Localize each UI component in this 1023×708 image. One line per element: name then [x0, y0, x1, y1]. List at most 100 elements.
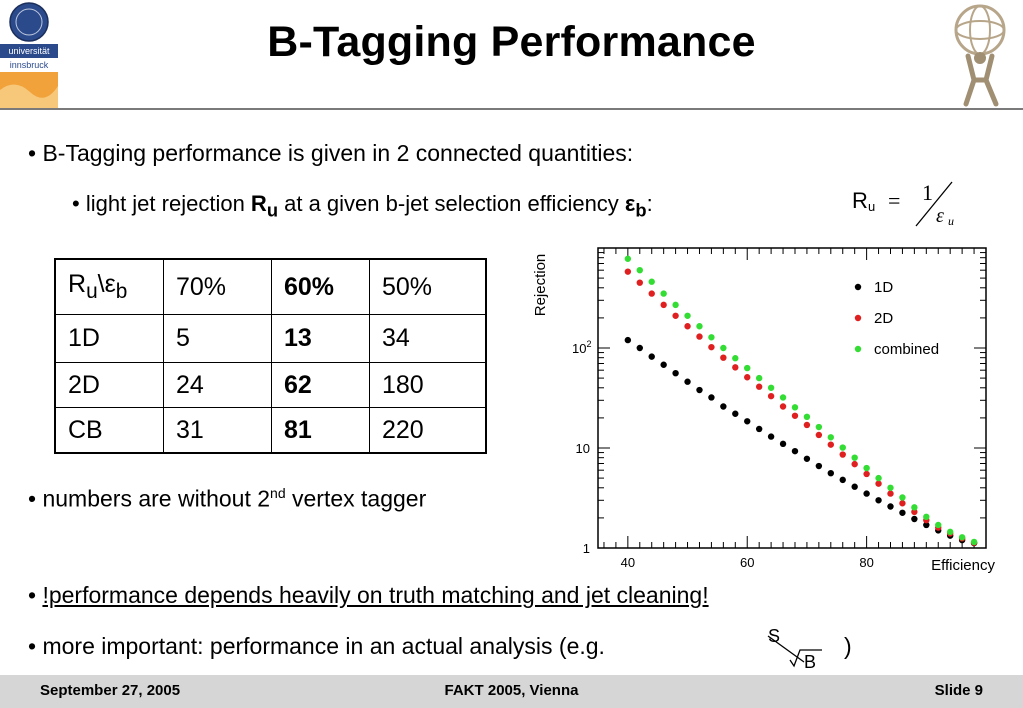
table-header-row: Ru\εb 70% 60% 50%	[54, 258, 487, 315]
data-point-2d	[803, 421, 811, 429]
data-point-2d	[863, 470, 870, 478]
legend-marker	[854, 283, 862, 291]
x-axis-label: Efficiency	[931, 557, 995, 574]
data-point-2d	[827, 441, 834, 448]
table-header-cell: Ru\εb	[54, 258, 164, 315]
table-cell: 81	[271, 407, 370, 454]
data-point-1d	[803, 455, 811, 462]
data-point-1d	[923, 521, 930, 529]
x-tick-label: 60	[740, 555, 754, 570]
rejection-formula: R u = 1 ε u	[852, 178, 962, 228]
data-point-combined	[624, 255, 632, 262]
table-row: 1D 5 13 34	[54, 314, 487, 363]
table-cell: 24	[163, 362, 272, 408]
plot-frame	[597, 247, 987, 549]
data-point-2d	[672, 312, 679, 319]
data-point-combined	[732, 355, 739, 362]
data-point-combined	[923, 513, 930, 521]
table-cell: 5	[163, 314, 272, 363]
formula-den: ε	[936, 205, 944, 227]
data-point-combined	[863, 464, 870, 472]
data-point-2d	[911, 508, 918, 516]
data-point-2d	[851, 460, 858, 468]
bullet-4-text: !performance depends heavily on truth ma…	[42, 582, 709, 608]
table-cell: 13	[271, 314, 370, 363]
bullet-1: • B-Tagging performance is given in 2 co…	[28, 140, 634, 166]
data-point-2d	[636, 279, 643, 286]
footer-bar	[0, 675, 1023, 708]
logo-text-innsbruck: innsbruck	[10, 60, 49, 70]
data-point-1d	[851, 483, 858, 490]
formula-eq: =	[888, 188, 900, 213]
table-cell: 62	[271, 362, 370, 408]
table-cell: 34	[369, 314, 487, 363]
bullet-5-pre: more important: performance in an actual…	[42, 633, 605, 659]
data-point-combined	[744, 364, 751, 372]
data-point-2d	[732, 364, 739, 371]
header-sub-u: u	[86, 280, 98, 303]
bullet-3-sup: nd	[270, 485, 286, 501]
data-point-combined	[815, 423, 823, 431]
data-point-combined	[851, 454, 858, 461]
data-point-2d	[684, 323, 691, 330]
data-point-combined	[708, 334, 715, 341]
data-point-1d	[875, 497, 882, 504]
data-point-1d	[779, 440, 787, 448]
data-points	[624, 255, 978, 547]
data-point-combined	[827, 434, 834, 441]
data-point-2d	[696, 333, 703, 340]
data-point-combined	[899, 494, 906, 501]
data-point-combined	[648, 278, 655, 285]
data-point-2d	[708, 343, 715, 351]
header-divider	[0, 108, 1023, 110]
legend-label: 2D	[874, 310, 893, 327]
bullet-2-end: :	[646, 191, 653, 216]
data-point-2d	[779, 403, 787, 410]
data-point-combined	[946, 528, 954, 536]
data-point-combined	[911, 504, 918, 511]
formula-sb-den: B	[804, 652, 816, 672]
data-point-combined	[887, 484, 894, 491]
bullet-5-close: )	[844, 633, 852, 659]
table-cell: 2D	[54, 362, 164, 408]
legend-label: 1D	[874, 279, 893, 296]
footer-slide-number: Slide 9	[934, 682, 983, 699]
data-point-2d	[887, 490, 894, 497]
table-header-cell: 50%	[369, 258, 487, 315]
table-cell: 220	[369, 407, 487, 454]
y-tick-label: 10	[576, 441, 590, 456]
data-point-2d	[839, 451, 846, 458]
bullet-5: • more important: performance in an actu…	[28, 633, 605, 659]
data-point-1d	[887, 503, 894, 510]
data-point-combined	[875, 474, 882, 482]
atlas-logo	[938, 0, 1023, 108]
performance-table: Ru\εb 70% 60% 50% 1D 5 13 34 2D 24 62 18…	[54, 258, 487, 454]
x-tick-label: 80	[859, 555, 873, 570]
footer-date: September 27, 2005	[40, 682, 181, 699]
data-point-1d	[863, 490, 870, 497]
data-point-1d	[636, 344, 643, 352]
data-point-2d	[744, 374, 751, 381]
data-point-1d	[744, 418, 751, 425]
formula-slash	[915, 181, 953, 227]
data-point-combined	[958, 534, 966, 541]
data-point-combined	[935, 521, 942, 529]
data-point-1d	[708, 394, 715, 401]
data-point-1d	[696, 386, 703, 394]
data-point-combined	[636, 266, 643, 274]
data-point-combined	[720, 344, 727, 352]
formula-sb-num: S	[768, 626, 780, 646]
data-point-1d	[732, 410, 739, 417]
bullet-2-mid: at a given b-jet selection efficiency	[278, 191, 625, 216]
y-tick-label-exp: 2	[586, 339, 591, 349]
university-logo: universität innsbruck	[0, 0, 58, 108]
formula-sb-slash	[767, 635, 805, 663]
data-point-2d	[624, 268, 632, 275]
data-point-1d	[791, 447, 799, 455]
table-cell: CB	[54, 407, 164, 454]
data-point-combined	[684, 312, 691, 319]
